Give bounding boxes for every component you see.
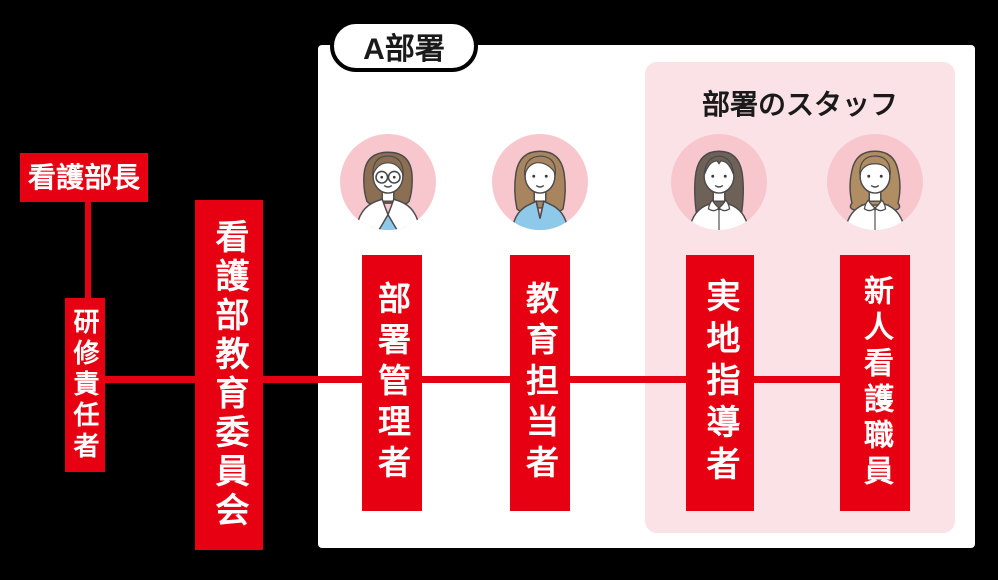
staff-group-title: 部署のスタッフ bbox=[701, 89, 898, 120]
department-title-label: A部署 bbox=[363, 33, 445, 66]
woman-blue-scrubs-avatar bbox=[492, 134, 588, 230]
education-committee-label: 看護部教育委員会 bbox=[210, 219, 248, 531]
education-officer-label: 教育担当者 bbox=[521, 280, 559, 486]
practical-instructor-box: 実地指導者 bbox=[686, 255, 754, 511]
woman-glasses-white-coat-avatar bbox=[340, 134, 436, 230]
nursing-director-label: 看護部長 bbox=[27, 161, 140, 193]
new-nurse-label: 新人看護職員 bbox=[859, 275, 892, 491]
training-manager-box: 研修責任者 bbox=[65, 298, 105, 472]
dept-manager-label: 部署管理者 bbox=[373, 280, 411, 486]
practical-instructor-label: 実地指導者 bbox=[701, 278, 739, 488]
new-nurse-box: 新人看護職員 bbox=[840, 255, 910, 511]
connector-vertical-line bbox=[85, 202, 91, 298]
woman-bob-bangs-avatar bbox=[827, 134, 923, 230]
training-manager-label: 研修責任者 bbox=[70, 307, 100, 463]
connector-horizontal-line bbox=[105, 376, 865, 383]
department-title-badge: A部署 bbox=[330, 20, 478, 72]
nursing-director-box: 看護部長 bbox=[20, 153, 148, 202]
education-committee-box: 看護部教育委員会 bbox=[195, 200, 263, 550]
education-officer-box: 教育担当者 bbox=[510, 255, 570, 511]
woman-long-dark-hair-avatar bbox=[671, 134, 767, 230]
dept-manager-box: 部署管理者 bbox=[362, 255, 422, 511]
